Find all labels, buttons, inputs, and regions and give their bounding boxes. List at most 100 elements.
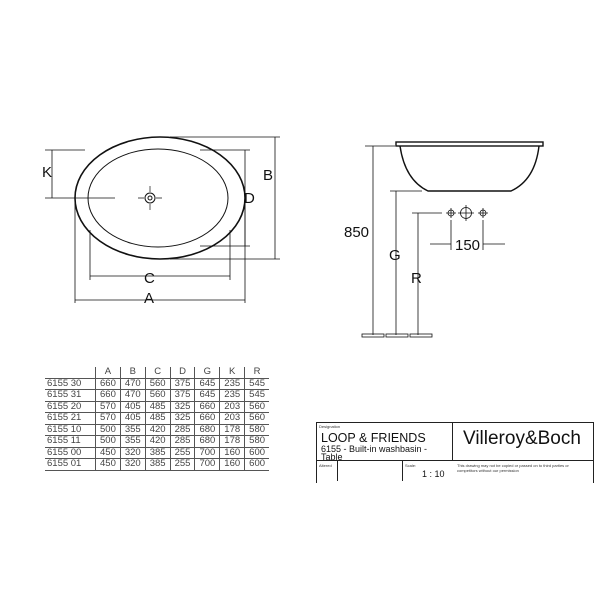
table-cell: 660 — [194, 401, 220, 413]
table-cell: 6155 11 — [45, 435, 96, 448]
table-cell: 6155 31 — [45, 389, 96, 402]
table-cell: 450 — [95, 458, 121, 471]
table-cell: 6155 21 — [45, 412, 96, 425]
product-description: 6155 - Built-in washbasin - Table — [321, 444, 428, 462]
brand-logo: Villeroy&Boch — [463, 428, 581, 449]
column-header: K — [219, 367, 245, 379]
table-cell: 500 — [95, 424, 121, 436]
table-cell: 285 — [169, 424, 195, 436]
dimension-C: C — [89, 230, 231, 287]
floor-marks — [361, 333, 433, 338]
svg-text:C: C — [144, 270, 155, 287]
table-cell: 660 — [95, 389, 121, 402]
table-cell: 375 — [169, 378, 195, 390]
table-cell: 450 — [95, 447, 121, 459]
table-cell: 700 — [194, 447, 220, 459]
table-cell: 500 — [95, 435, 121, 448]
table-cell: 600 — [244, 458, 270, 471]
scale-label: Scale: — [405, 463, 417, 468]
table-cell: 178 — [219, 424, 245, 436]
table-cell: 405 — [119, 401, 146, 413]
table-cell: 485 — [144, 401, 171, 413]
dimension-A: A — [74, 198, 246, 307]
table-cell: 470 — [119, 378, 146, 390]
table-cell: 355 — [119, 435, 146, 448]
dimension-K: K — [42, 149, 115, 199]
svg-text:G: G — [389, 247, 401, 264]
table-cell: 203 — [219, 412, 245, 425]
table-cell: 470 — [119, 389, 146, 402]
column-header: B — [119, 367, 146, 379]
table-cell: 570 — [95, 401, 121, 413]
table-cell: 485 — [144, 412, 171, 425]
svg-text:R: R — [411, 270, 422, 287]
dimension-R: R — [411, 212, 442, 335]
table-cell: 700 — [194, 458, 220, 471]
table-cell: 178 — [219, 435, 245, 448]
table-cell: 680 — [194, 424, 220, 436]
dimension-B: B — [170, 136, 280, 260]
table-cell: 320 — [119, 447, 146, 459]
table-cell: 6155 20 — [45, 401, 96, 413]
column-header — [45, 367, 96, 379]
table-cell: 255 — [169, 458, 195, 471]
table-cell: 6155 00 — [45, 447, 96, 459]
column-header: G — [194, 367, 220, 379]
column-header: R — [244, 367, 270, 379]
table-cell: 385 — [144, 458, 171, 471]
table-cell: 385 — [144, 447, 171, 459]
table-cell: 235 — [219, 389, 245, 402]
table-cell: 255 — [169, 447, 195, 459]
table-cell: 405 — [119, 412, 146, 425]
table-cell: 375 — [169, 389, 195, 402]
title-block: Designation LOOP & FRIENDS 6155 - Built-… — [316, 422, 594, 483]
table-cell: 203 — [219, 401, 245, 413]
column-header: D — [169, 367, 195, 379]
drain-icon — [144, 192, 156, 204]
table-cell: 6155 30 — [45, 378, 96, 390]
table-cell: 160 — [219, 458, 245, 471]
svg-text:A: A — [144, 290, 154, 307]
column-header: C — [144, 367, 171, 379]
scale-value: 1 : 10 — [422, 469, 445, 479]
table-cell: 235 — [219, 378, 245, 390]
table-cell: 420 — [144, 435, 171, 448]
altered-label: Altered — [319, 463, 332, 468]
dimension-G: G — [389, 190, 422, 335]
table-cell: 560 — [144, 389, 171, 402]
table-cell: 560 — [144, 378, 171, 390]
table-cell: 325 — [169, 401, 195, 413]
product-name: LOOP & FRIENDS — [321, 431, 426, 445]
column-header: A — [95, 367, 121, 379]
table-cell: 160 — [219, 447, 245, 459]
table-cell: 355 — [119, 424, 146, 436]
table-cell: 6155 01 — [45, 458, 96, 471]
table-cell: 560 — [244, 412, 270, 425]
table-cell: 645 — [194, 378, 220, 390]
table-cell: 570 — [95, 412, 121, 425]
table-cell: 580 — [244, 435, 270, 448]
table-cell: 560 — [244, 401, 270, 413]
svg-text:B: B — [263, 167, 273, 184]
table-cell: 580 — [244, 424, 270, 436]
table-cell: 320 — [119, 458, 146, 471]
designation-label: Designation — [319, 424, 341, 429]
basin-side-view — [395, 141, 544, 192]
table-cell: 660 — [194, 412, 220, 425]
dimension-850: 850 — [344, 145, 395, 335]
table-cell: 285 — [169, 435, 195, 448]
dimension-150: 150 — [430, 220, 505, 254]
table-cell: 660 — [95, 378, 121, 390]
copyright-notice: This drawing may not be copied or passed… — [457, 463, 569, 473]
svg-text:K: K — [42, 164, 52, 181]
table-cell: 545 — [244, 389, 270, 402]
